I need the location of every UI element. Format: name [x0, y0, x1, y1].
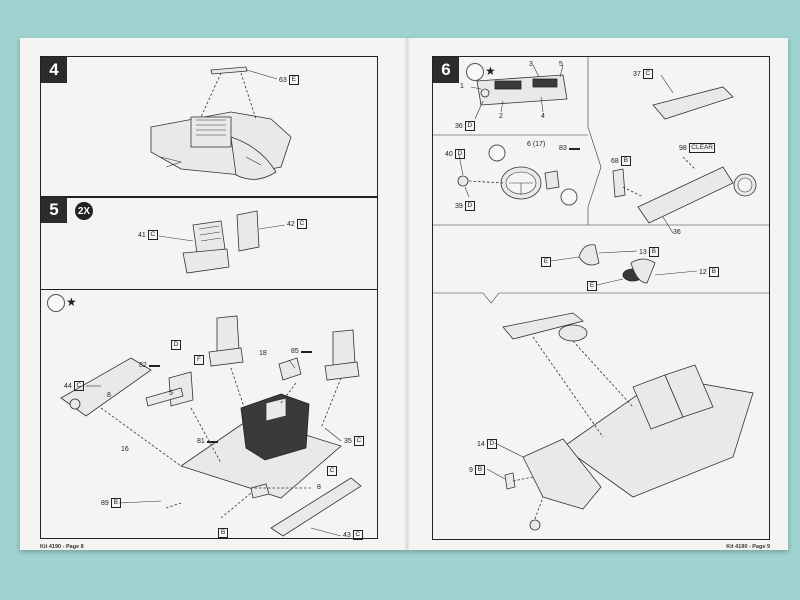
part-label-98: 98 CLEAR [679, 143, 716, 153]
part-label-2: 2 [499, 113, 503, 120]
part-label-9: 9 B [469, 465, 485, 475]
part-label-C: C [327, 466, 337, 476]
part-label-40: 40 D [445, 149, 465, 159]
quantity-badge: 2X [75, 202, 93, 220]
part-label-E-bottom: E [587, 281, 597, 291]
step-4-number: 4 [41, 57, 67, 83]
paint-icon [47, 294, 65, 312]
step-5-box: 5 2X 41 C 42 C [40, 196, 378, 290]
part-label-43: 43 C [343, 530, 363, 540]
part-label-5: 5 [559, 61, 563, 68]
part-label-4: 4 [541, 113, 545, 120]
part-label-85: 85 [291, 348, 312, 355]
part-label-14: 14 D [477, 439, 497, 449]
instruction-sheet: 4 63 E 5 2X [20, 38, 788, 550]
part-label-8-right: 8 [317, 484, 321, 491]
part-label-8-left: 8 [107, 392, 111, 399]
interior-tub-illustration [60, 315, 362, 537]
part-label-5: 5 [169, 390, 173, 397]
seat-illustration [158, 210, 286, 274]
paint-star: ★ [66, 295, 77, 309]
left-page: 4 63 E 5 2X [40, 56, 378, 550]
part-label-36-D: 36 D [455, 121, 475, 131]
step-6-box: 6 ★ [432, 56, 770, 540]
paint-icon [466, 63, 484, 81]
part-label-6-17: 6 (17) [527, 141, 546, 148]
part-label-41: 41 C [138, 230, 158, 240]
right-page: 6 ★ [432, 56, 770, 550]
part-label-83: 83 [559, 145, 580, 152]
part-label-18: 18 [259, 350, 267, 357]
step-4-box: 4 63 E [40, 56, 378, 198]
part-label-E-top: E [541, 257, 551, 267]
part-label-B: B [218, 528, 228, 538]
part-label-39: 39 D [455, 201, 475, 211]
center-fold [404, 38, 410, 550]
part-label-35: 35 C [344, 436, 364, 446]
part-label-D: D [171, 340, 181, 350]
part-label-36: 36 [673, 229, 681, 236]
part-label-42: 42 C [287, 219, 307, 229]
part-label-89: 89 B [101, 498, 121, 508]
part-label-37: 37 C [633, 69, 653, 79]
part-label-68: 68 B [611, 156, 631, 166]
part-label-12: 12 B [699, 267, 719, 277]
right-page-footer: Kit 4190 - Page 9 [726, 544, 770, 550]
step-5-number: 5 [41, 197, 67, 223]
paint-star: ★ [485, 64, 496, 78]
part-label-63: 63 E [279, 75, 299, 85]
part-label-82: 82 [139, 362, 160, 369]
step-4-engine-illustration [150, 66, 292, 180]
part-label-1: 1 [460, 83, 464, 90]
part-label-13: 13 B [639, 247, 659, 257]
part-label-81: 81 [197, 438, 218, 445]
part-label-44: 44 C [64, 381, 84, 391]
step-6-dashboard-illustration [433, 57, 769, 531]
step-6-number: 6 [433, 57, 459, 83]
left-page-footer: Kit 4190 - Page 8 [40, 544, 84, 550]
part-label-16: 16 [121, 446, 129, 453]
step-5-interior-box: ★ [40, 288, 378, 540]
part-label-3: 3 [529, 61, 533, 68]
part-label-F: F [194, 355, 204, 365]
